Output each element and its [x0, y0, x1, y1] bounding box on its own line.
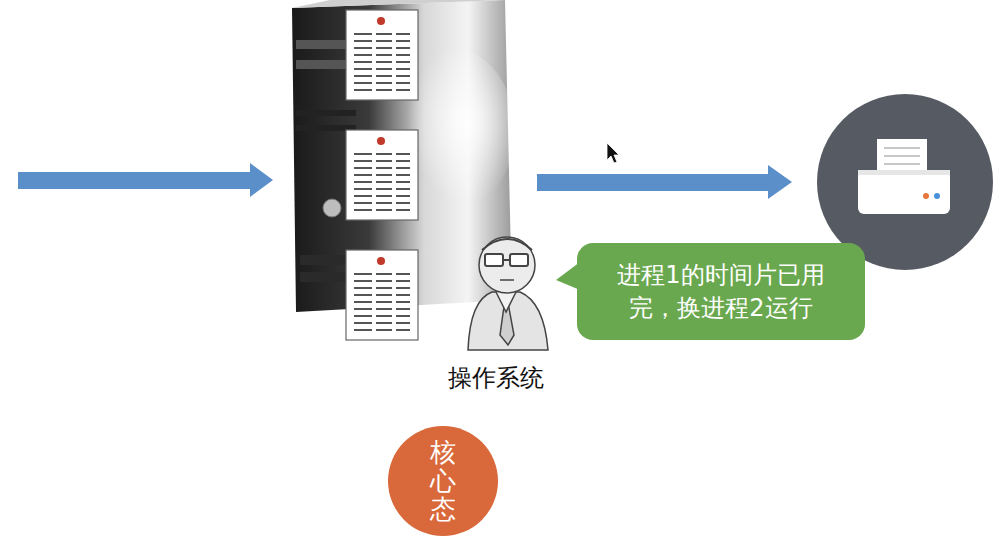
operating-system-figure — [468, 237, 548, 350]
input-arrow — [18, 163, 273, 197]
bubble-text: 进程1的时间片已用完，换进程2运行 — [610, 259, 832, 324]
mode-text: 核心态 — [430, 438, 456, 524]
mode-circle: 核心态 — [388, 426, 498, 536]
os-label: 操作系统 — [448, 362, 544, 394]
speech-bubble: 进程1的时间片已用完，换进程2运行 — [577, 243, 865, 340]
output-arrow — [537, 165, 792, 199]
mouse-cursor — [607, 143, 619, 163]
process-document — [346, 10, 418, 340]
